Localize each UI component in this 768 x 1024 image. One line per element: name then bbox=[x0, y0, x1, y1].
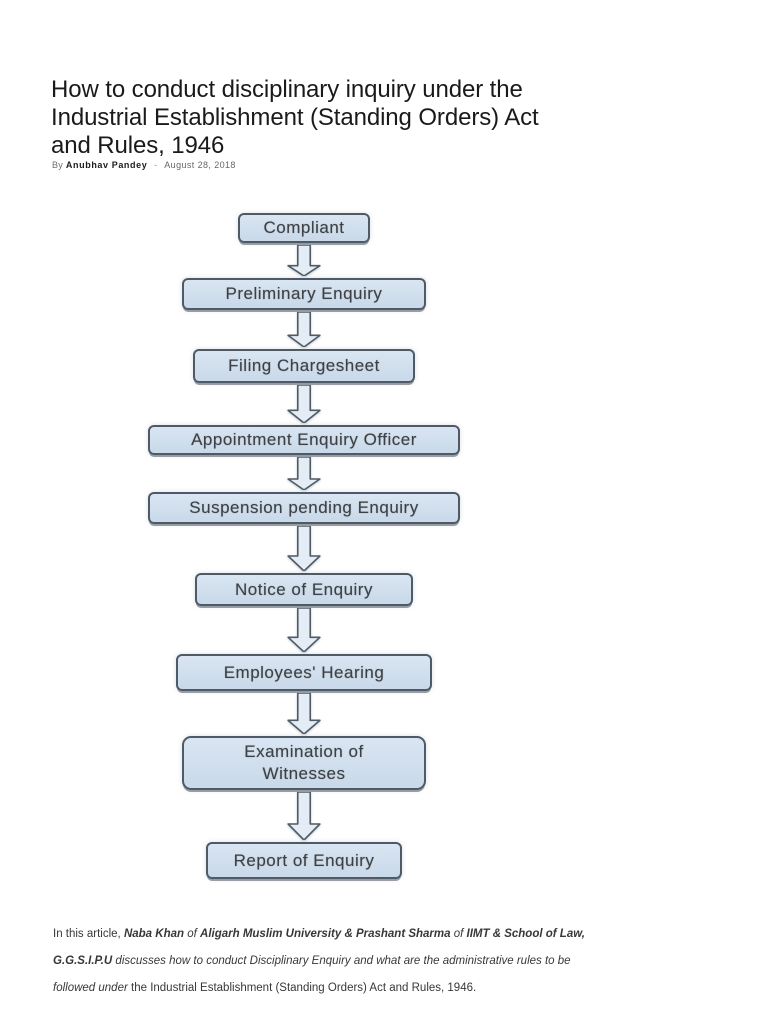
down-arrow-icon bbox=[287, 792, 321, 840]
down-arrow-icon bbox=[287, 526, 321, 571]
down-arrow-icon bbox=[287, 457, 321, 490]
flowchart-step-preliminary-enquiry: Preliminary Enquiry bbox=[182, 278, 426, 310]
flowchart-step-notice-of-enquiry: Notice of Enquiry bbox=[195, 573, 413, 606]
footer-segment: of bbox=[184, 928, 201, 940]
flowchart-step-report-of-enquiry: Report of Enquiry bbox=[206, 842, 402, 879]
footer-segment-school: IIMT & School of Law, G.G.S.I.P.U bbox=[53, 928, 585, 967]
byline-separator: - bbox=[154, 160, 158, 170]
down-arrow-icon bbox=[287, 312, 321, 347]
flowchart-step-suspension-pending-enquiry: Suspension pending Enquiry bbox=[148, 492, 460, 524]
down-arrow-icon bbox=[287, 608, 321, 652]
flowchart-step-employees-hearing: Employees' Hearing bbox=[176, 654, 432, 691]
footer-segment: In this article, bbox=[53, 928, 124, 940]
byline-date: August 28, 2018 bbox=[164, 160, 236, 170]
footer-segment: of bbox=[450, 928, 467, 940]
byline-author: Anubhav Pandey bbox=[65, 160, 148, 170]
byline: By Anubhav Pandey - August 28, 2018 bbox=[52, 160, 236, 170]
page-title: How to conduct disciplinary inquiry unde… bbox=[51, 76, 539, 159]
flowchart-step-filing-chargesheet: Filing Chargesheet bbox=[193, 349, 415, 383]
down-arrow-icon bbox=[287, 693, 321, 734]
footer-segment: the Industrial Establishment (Standing O… bbox=[127, 982, 477, 994]
flowchart-step-appointment-enquiry-officer: Appointment Enquiry Officer bbox=[148, 425, 460, 455]
footer-segment-author-1: Naba Khan bbox=[123, 928, 185, 940]
footer-paragraph: In this article, Naba Khan of Aligarh Mu… bbox=[53, 921, 590, 1002]
down-arrow-icon bbox=[287, 245, 321, 276]
flowchart-step-complaint: Compliant bbox=[238, 213, 370, 243]
footer-segment-university-author-2: Aligarh Muslim University & Prashant Sha… bbox=[200, 928, 451, 940]
flowchart-step-examination-of-witnesses: Examination of Witnesses bbox=[182, 736, 426, 790]
footer-segment: discusses how to conduct Disciplinary En… bbox=[53, 955, 571, 994]
flowchart-figure: Compliant Preliminary Enquiry Filing Cha… bbox=[0, 205, 768, 900]
down-arrow-icon bbox=[287, 385, 321, 423]
byline-by-label: By bbox=[52, 160, 64, 170]
